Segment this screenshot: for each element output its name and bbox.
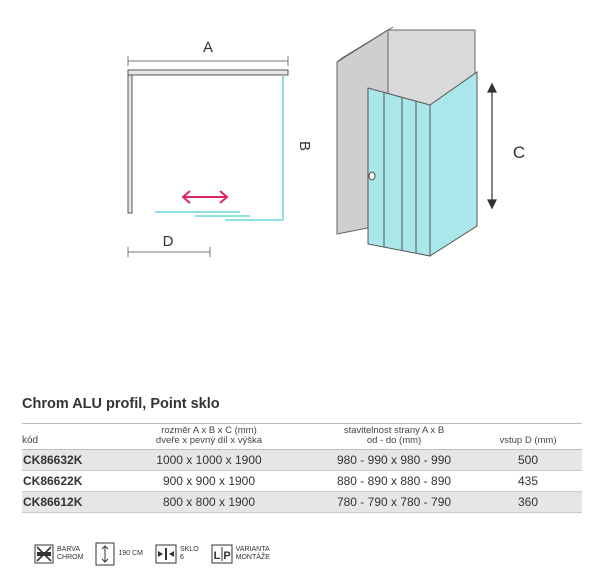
front-glass	[367, 87, 431, 257]
cell-size: 800 x 800 x 1900	[162, 495, 256, 509]
product-title: Chrom ALU profil, Point sklo	[22, 396, 220, 412]
table-row: CK86622K 900 x 900 x 1900 880 - 890 x 88…	[22, 471, 582, 492]
svg-text:P: P	[223, 550, 230, 562]
product-table: kód rozměr A x B x C (mm)dveře x pevný d…	[22, 423, 582, 513]
dim-b-label: B	[296, 141, 313, 151]
cell-entry: 500	[517, 453, 539, 467]
legend-height: 190 CM	[95, 542, 143, 566]
cell-adjustability: 980 - 990 x 980 - 990	[336, 453, 452, 467]
cell-size: 900 x 900 x 1900	[162, 474, 256, 488]
perspective-view: C	[336, 26, 525, 257]
cell-code: CK86622K	[23, 474, 83, 488]
header-code: kód	[22, 435, 39, 446]
slide-arrow-icon	[181, 190, 229, 204]
table-header-row: kód rozměr A x B x C (mm)dveře x pevný d…	[22, 423, 582, 450]
header-entry: vstup D (mm)	[499, 435, 557, 446]
cell-code: CK86612K	[23, 495, 83, 509]
plan-view: A B D	[127, 39, 313, 257]
cell-entry: 360	[517, 495, 539, 509]
cross-profile-icon	[34, 544, 54, 564]
cell-adjustability: 780 - 790 x 780 - 790	[336, 495, 452, 509]
door-handle-icon	[368, 171, 376, 181]
dim-c-line	[487, 82, 497, 210]
cell-size: 1000 x 1000 x 1900	[156, 453, 262, 467]
cell-code: CK86632K	[23, 453, 83, 467]
height-arrow-icon	[95, 542, 115, 566]
glass-thickness-icon	[155, 544, 177, 564]
cell-adjustability: 880 - 890 x 880 - 890	[336, 474, 452, 488]
table-row: CK86612K 800 x 800 x 1900 780 - 790 x 78…	[22, 491, 582, 513]
table-row: CK86632K 1000 x 1000 x 1900 980 - 990 x …	[22, 449, 582, 471]
back-wall	[127, 69, 289, 76]
cell-entry: 435	[517, 474, 539, 488]
left-wall	[127, 74, 133, 214]
side-fixed-glass	[429, 71, 478, 257]
shower-diagram: A B D	[127, 26, 525, 257]
lp-variant-icon: L P	[211, 544, 233, 564]
dim-d-label: D	[163, 233, 174, 250]
dim-a-label: A	[203, 39, 213, 56]
header-size: rozměr A x B x C (mm)dveře x pevný díl x…	[155, 425, 263, 446]
dim-c-label: C	[513, 143, 525, 162]
svg-text:L: L	[213, 550, 220, 562]
